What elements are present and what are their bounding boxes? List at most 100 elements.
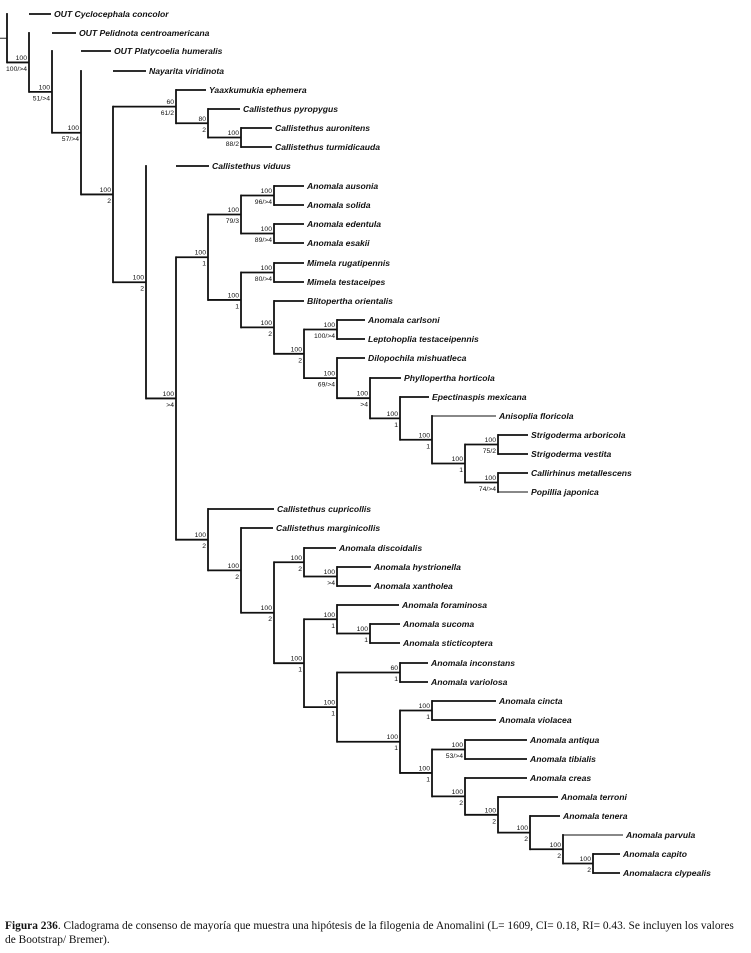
taxon-label: Callistethus viduus xyxy=(212,161,291,171)
node-n40-bremer: 53/>4 xyxy=(446,753,463,760)
node-n43-bremer: 2 xyxy=(524,836,528,843)
node-n25-bootstrap: 100 xyxy=(485,437,497,444)
taxon-label: Anomala parvula xyxy=(625,830,695,840)
node-n20-bremer: 69/>4 xyxy=(318,382,335,389)
node-n37-bremer: 1 xyxy=(394,745,398,752)
taxon-label: Leptohoplia testaceipennis xyxy=(368,334,479,344)
node-n21-bootstrap: 100 xyxy=(357,391,369,398)
node-n14-bootstrap: 100 xyxy=(261,226,273,233)
node-n30-bootstrap: 100 xyxy=(291,555,303,562)
taxon-label: Anomala tenera xyxy=(562,811,628,821)
node-n18-bootstrap: 100 xyxy=(291,346,303,353)
taxon-label: Phyllopertha horticola xyxy=(404,373,495,383)
taxon-label: Epectinaspis mexicana xyxy=(432,392,527,402)
taxon-label: Yaaxkumukia ephemera xyxy=(209,85,307,95)
taxon-label: Anomala sucoma xyxy=(402,619,474,629)
node-n32-bootstrap: 100 xyxy=(291,656,303,663)
node-n4-bootstrap: 100 xyxy=(68,125,80,132)
node-n25-bremer: 75/2 xyxy=(483,448,496,455)
taxon-label: Nayarita viridinota xyxy=(149,66,224,76)
figure-label: Figura 236 xyxy=(5,920,58,932)
node-n11-bootstrap: 100 xyxy=(195,250,207,257)
figure-caption: Figura 236. Cladograma de consenso de ma… xyxy=(5,919,747,947)
node-n16-bootstrap: 100 xyxy=(261,265,273,272)
node-n8-bremer: 88/2 xyxy=(226,141,239,148)
taxon-label: OUT Platycoelia humeralis xyxy=(114,46,223,56)
taxon-label: Anomala hystrionella xyxy=(373,562,461,572)
taxon-label: Anomala creas xyxy=(529,773,591,783)
node-n36-bremer: 1 xyxy=(394,676,398,683)
node-n4-bremer: 57/>4 xyxy=(62,136,79,143)
node-n41-bremer: 2 xyxy=(459,800,463,807)
node-n9-bremer: 2 xyxy=(140,286,144,293)
node-n7-bootstrap: 80 xyxy=(198,116,206,123)
node-n28-bremer: 2 xyxy=(235,574,239,581)
taxon-label: Anomala edentula xyxy=(306,219,381,229)
node-n16-bremer: 80/>4 xyxy=(255,276,272,283)
node-n26-bremer: 74/>4 xyxy=(479,486,496,493)
node-n38-bootstrap: 100 xyxy=(419,703,431,710)
taxon-label: Anomala violacea xyxy=(498,715,572,725)
node-n42-bremer: 2 xyxy=(492,818,496,825)
node-n19-bootstrap: 100 xyxy=(324,322,336,329)
taxon-label: Callistethus pyropygus xyxy=(243,104,338,114)
node-n15-bremer: 1 xyxy=(235,303,239,310)
cladogram-svg: 100 100/>4 100 51/>4 100 57/>4 100 2 60 61/2 80 2 10… xyxy=(0,9,711,878)
node-n7-bremer: 2 xyxy=(202,127,206,134)
taxon-label: Anomala carlsoni xyxy=(367,315,440,325)
node-n41-bootstrap: 100 xyxy=(452,789,464,796)
taxon-label: Callistethus auronitens xyxy=(275,123,370,133)
node-n31-bootstrap: 100 xyxy=(324,569,336,576)
taxon-label: Anomala cincta xyxy=(498,696,563,706)
node-n37-bootstrap: 100 xyxy=(387,734,399,741)
node-n3-bremer: 51/>4 xyxy=(33,95,50,102)
taxon-label: Anomala variolosa xyxy=(430,677,508,687)
node-n34-bootstrap: 100 xyxy=(357,626,369,633)
taxon-label: Anomala solida xyxy=(306,200,371,210)
taxon-label: Strigoderma arboricola xyxy=(531,430,626,440)
node-n34-bremer: 1 xyxy=(364,637,368,644)
node-n14-bremer: 89/>4 xyxy=(255,237,272,244)
node-n27-bootstrap: 100 xyxy=(195,532,207,539)
node-n43-bootstrap: 100 xyxy=(517,825,529,832)
taxon-label: OUT Cyclocephala concolor xyxy=(54,9,169,19)
node-n3-bootstrap: 100 xyxy=(39,84,51,91)
node-n29-bremer: 2 xyxy=(268,616,272,623)
node-n6-bootstrap: 60 xyxy=(166,99,174,106)
taxon-label: Anomala capito xyxy=(622,849,687,859)
node-n23-bremer: 1 xyxy=(426,443,430,450)
node-n27-bremer: 2 xyxy=(202,543,206,550)
node-n44-bremer: 2 xyxy=(557,853,561,860)
node-n28-bootstrap: 100 xyxy=(228,563,240,570)
node-n32-bremer: 1 xyxy=(298,667,302,674)
taxon-label: Anomala ausonia xyxy=(306,181,378,191)
taxon-label: Popillia japonica xyxy=(531,487,599,497)
node-n22-bremer: 1 xyxy=(394,422,398,429)
node-n29-bootstrap: 100 xyxy=(261,605,273,612)
taxon-label: Mimela testaceipes xyxy=(307,277,386,287)
taxon-label: Anomala esakii xyxy=(306,238,370,248)
node-n9-bootstrap: 100 xyxy=(133,275,145,282)
node-n45-bootstrap: 100 xyxy=(580,856,592,863)
node-n12-bremer: 79/3 xyxy=(226,218,239,225)
node-n5-bremer: 2 xyxy=(107,198,111,205)
taxon-label: Callistethus marginicollis xyxy=(276,523,380,533)
taxon-label: Anomala terroni xyxy=(560,792,628,802)
node-n33-bootstrap: 100 xyxy=(324,612,336,619)
node-n35-bremer: 1 xyxy=(331,711,335,718)
node-n20-bootstrap: 100 xyxy=(324,371,336,378)
node-n10-bremer: >4 xyxy=(166,402,174,409)
node-n22-bootstrap: 100 xyxy=(387,411,399,418)
node-n40-bootstrap: 100 xyxy=(452,742,464,749)
node-n38-bremer: 1 xyxy=(426,714,430,721)
node-n6-bremer: 61/2 xyxy=(161,110,174,117)
node-n2-bremer: 100/>4 xyxy=(6,66,27,73)
node-n17-bootstrap: 100 xyxy=(261,320,273,327)
taxon-label: Anomala inconstans xyxy=(430,658,515,668)
node-n35-bootstrap: 100 xyxy=(324,700,336,707)
node-n18-bremer: 2 xyxy=(298,357,302,364)
taxon-label: Anomala xantholea xyxy=(373,581,453,591)
taxon-label: Anisoplia floricola xyxy=(498,411,574,421)
taxon-label: Strigoderma vestita xyxy=(531,449,611,459)
taxon-label: Mimela rugatipennis xyxy=(307,258,390,268)
